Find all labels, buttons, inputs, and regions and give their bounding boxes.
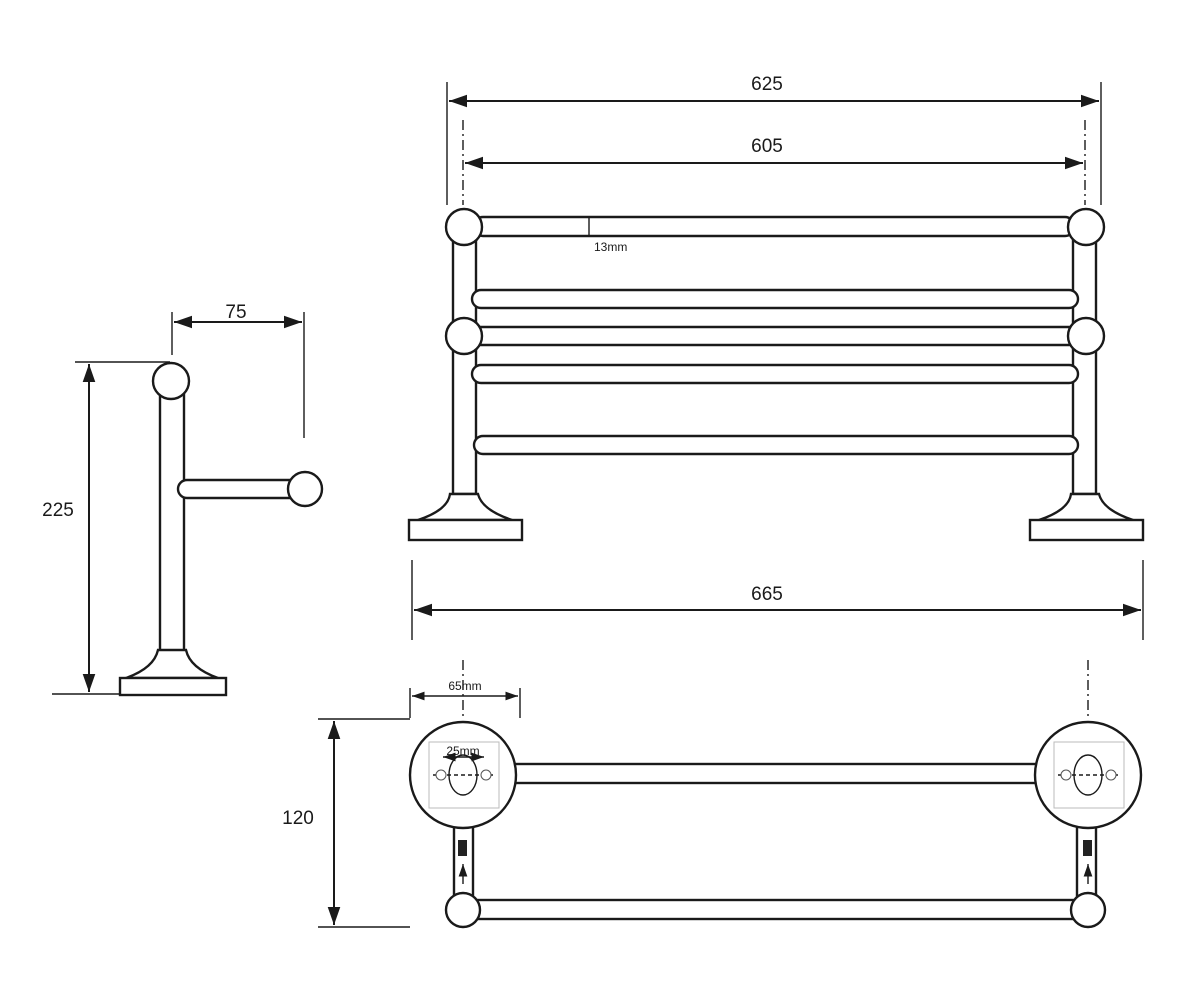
side-post — [158, 390, 186, 654]
top-view-left-knob — [444, 891, 482, 929]
side-base-plate — [118, 676, 228, 697]
top-view-back-bar — [508, 762, 1042, 785]
top-view-front-bar — [468, 898, 1084, 921]
left-base-plate — [407, 518, 524, 542]
plate-diameter-label: 65mm — [448, 679, 481, 693]
bar-2 — [470, 288, 1080, 310]
right-base-plate — [1028, 518, 1145, 542]
top-view-right-knob — [1069, 891, 1107, 929]
bar-3 — [470, 325, 1080, 347]
left-set-screw-icon — [458, 840, 467, 856]
side-view: 75 225 — [42, 302, 324, 697]
dim-665-label: 665 — [751, 584, 783, 605]
right-set-screw-icon — [1083, 840, 1092, 856]
side-base-collar — [125, 648, 219, 680]
side-arm — [176, 478, 302, 500]
top-view: 65mm 120 25mm — [282, 660, 1143, 929]
side-arm-knob — [286, 470, 324, 508]
bar-4 — [470, 363, 1080, 385]
top-bar — [472, 215, 1076, 238]
right-top-knob — [1066, 207, 1106, 247]
left-base-collar — [417, 492, 513, 522]
bar-5 — [472, 434, 1080, 456]
left-post — [451, 236, 478, 496]
dim-625-label: 625 — [751, 74, 783, 95]
bar-diameter-label: 13mm — [594, 240, 627, 254]
left-mid-knob — [444, 316, 484, 356]
hole-spacing-label: 25mm — [446, 744, 479, 758]
side-top-knob — [151, 361, 191, 401]
left-top-knob — [444, 207, 484, 247]
right-post — [1071, 236, 1098, 496]
dim-120-label: 120 — [282, 808, 314, 829]
base-width-dimension: 665 — [411, 560, 1144, 640]
dim-75-label: 75 — [225, 302, 246, 323]
dim-605-label: 605 — [751, 136, 783, 157]
dim-225-label: 225 — [42, 500, 74, 521]
right-mid-knob — [1066, 316, 1106, 356]
front-view: 625 605 13mm — [407, 74, 1145, 542]
right-base-collar — [1038, 492, 1134, 522]
